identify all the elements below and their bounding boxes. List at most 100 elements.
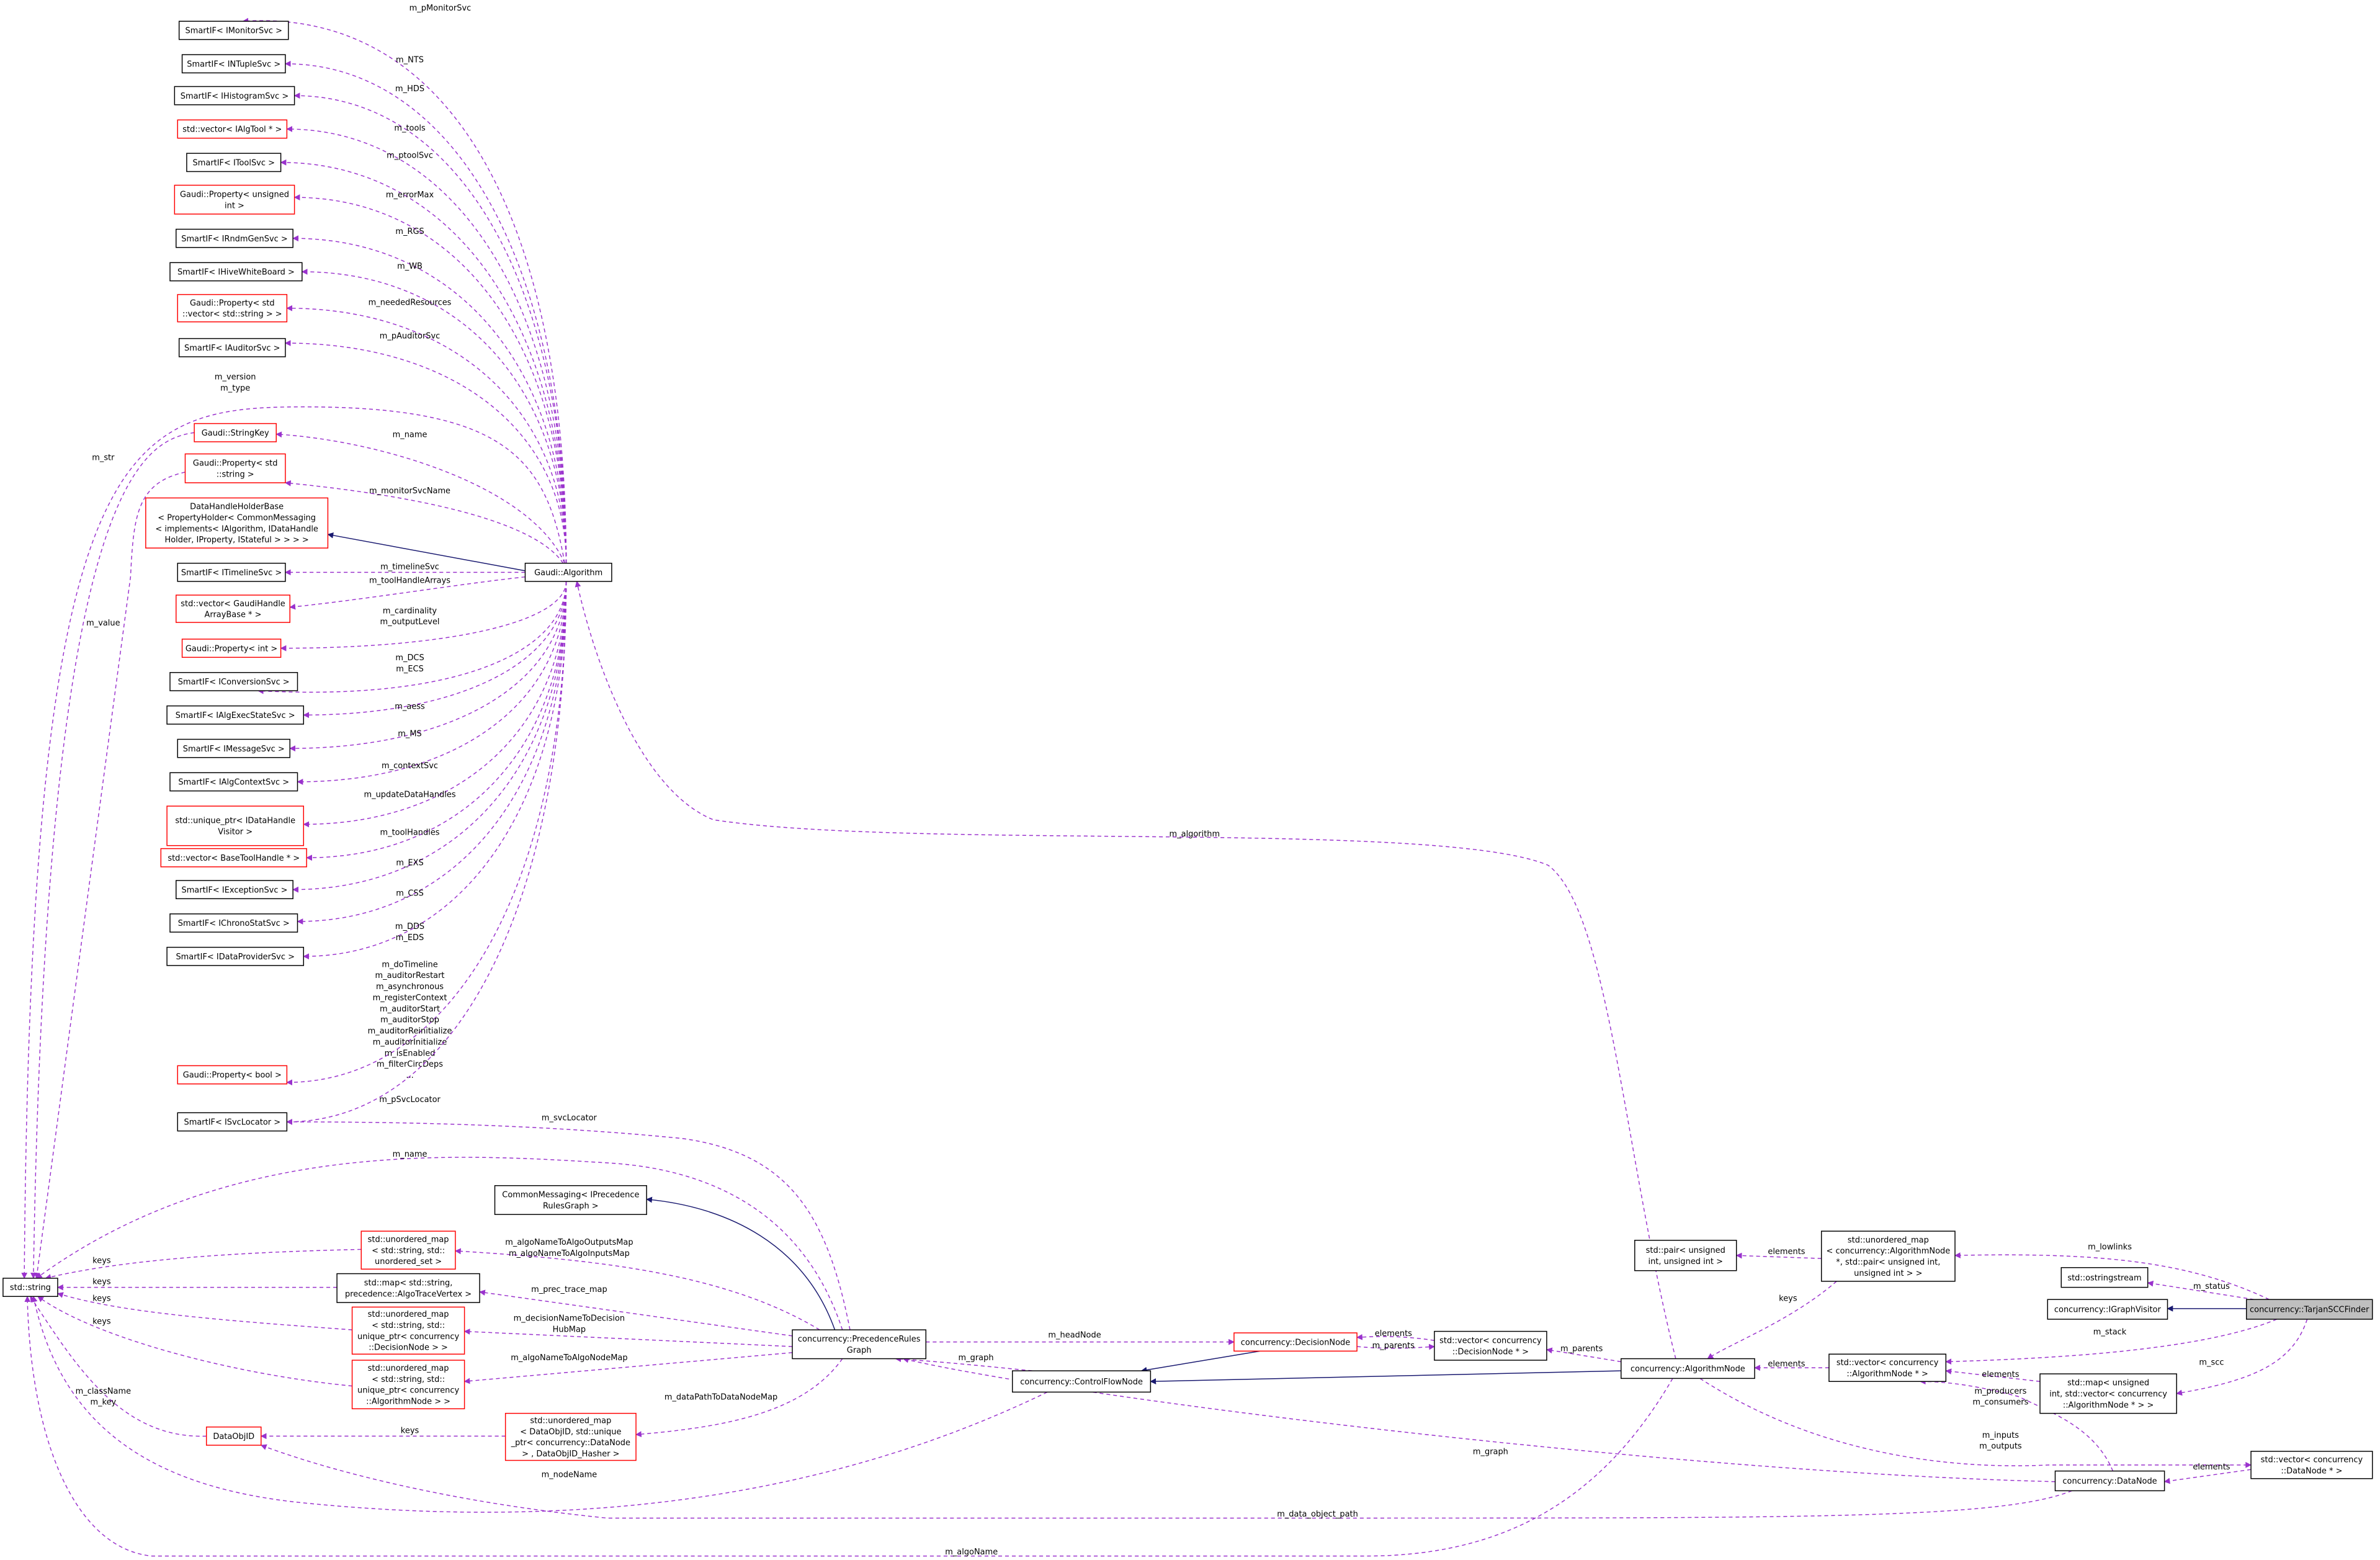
- node-vecalg[interactable]: std::vector< concurrency::AlgorithmNode …: [1828, 1353, 1947, 1383]
- node-box[interactable]: [160, 848, 307, 867]
- node-box[interactable]: [336, 1273, 480, 1303]
- node-box[interactable]: [351, 1306, 465, 1355]
- node-ostream[interactable]: std::ostringstream: [2060, 1267, 2149, 1288]
- node-vecdata[interactable]: std::vector< concurrency::DataNode * >: [2250, 1451, 2373, 1479]
- node-umapset[interactable]: std::unordered_map< std::string, std::un…: [360, 1231, 456, 1270]
- node-box[interactable]: [176, 228, 293, 248]
- node-box[interactable]: [1828, 1353, 1947, 1383]
- node-idp[interactable]: SmartIF< IDataProviderSvc >: [166, 946, 305, 966]
- node-box[interactable]: [2054, 1470, 2165, 1492]
- node-box[interactable]: [1621, 1358, 1755, 1379]
- node-vecdec[interactable]: std::vector< concurrency::DecisionNode *…: [1434, 1330, 1547, 1361]
- node-iexc[interactable]: SmartIF< IExceptionSvc >: [176, 880, 293, 900]
- node-box[interactable]: [177, 119, 288, 139]
- node-box[interactable]: [360, 1231, 456, 1270]
- node-dhhb[interactable]: DataHandleHolderBase< PropertyHolder< Co…: [145, 497, 329, 549]
- node-box[interactable]: [1012, 1370, 1152, 1393]
- node-box[interactable]: [186, 153, 282, 173]
- node-algorithm[interactable]: Gaudi::Algorithm: [524, 562, 612, 582]
- node-box[interactable]: [2245, 1299, 2373, 1320]
- node-box[interactable]: [174, 184, 295, 215]
- node-igv[interactable]: concurrency::IGraphVisitor: [2047, 1299, 2168, 1320]
- node-imsg[interactable]: SmartIF< IMessageSvc >: [177, 738, 291, 758]
- node-box[interactable]: [184, 453, 286, 483]
- node-isvcloc[interactable]: SmartIF< ISvcLocator >: [177, 1112, 288, 1132]
- node-box[interactable]: [166, 946, 305, 966]
- node-box[interactable]: [176, 594, 291, 623]
- node-dataobjid[interactable]: DataObjID: [205, 1426, 262, 1446]
- node-cfnode[interactable]: concurrency::ControlFlowNode: [1012, 1370, 1152, 1393]
- node-box[interactable]: [1233, 1332, 1358, 1352]
- node-box[interactable]: [181, 54, 286, 74]
- node-itimeline[interactable]: SmartIF< ITimelineSvc >: [177, 562, 286, 582]
- node-irndm[interactable]: SmartIF< IRndmGenSvc >: [176, 228, 293, 248]
- node-ihive[interactable]: SmartIF< IHiveWhiteBoard >: [169, 262, 303, 282]
- node-vbth[interactable]: std::vector< BaseToolHandle * >: [160, 848, 307, 867]
- node-box[interactable]: [169, 262, 303, 282]
- node-box[interactable]: [166, 805, 305, 846]
- node-stringkey[interactable]: Gaudi::StringKey: [194, 423, 277, 442]
- node-box[interactable]: [494, 1185, 647, 1215]
- node-iauditor[interactable]: SmartIF< IAuditorSvc >: [178, 338, 286, 357]
- node-box[interactable]: [2, 1278, 58, 1298]
- node-iaess[interactable]: SmartIF< IAlgExecStateSvc >: [166, 705, 305, 725]
- node-ichrono[interactable]: SmartIF< IChronoStatSvc >: [169, 913, 298, 933]
- node-algnode[interactable]: concurrency::AlgorithmNode: [1621, 1358, 1755, 1379]
- node-umapdec[interactable]: std::unordered_map< std::string, std::un…: [351, 1306, 465, 1355]
- node-box[interactable]: [169, 672, 298, 691]
- node-box[interactable]: [169, 913, 298, 933]
- node-imonitor[interactable]: SmartIF< IMonitorSvc >: [178, 20, 289, 40]
- node-ictx[interactable]: SmartIF< IAlgContextSvc >: [169, 772, 298, 792]
- node-box[interactable]: [524, 562, 612, 582]
- node-box[interactable]: [176, 880, 293, 900]
- node-box[interactable]: [177, 738, 291, 758]
- node-box[interactable]: [178, 20, 289, 40]
- node-tarjan[interactable]: concurrency::TarjanSCCFinder: [2245, 1299, 2373, 1320]
- node-box[interactable]: [177, 1112, 288, 1132]
- node-propstr[interactable]: Gaudi::Property< std::string >: [184, 453, 286, 483]
- node-box[interactable]: [1634, 1240, 1737, 1271]
- node-box[interactable]: [145, 497, 329, 549]
- node-umaplow[interactable]: std::unordered_map< concurrency::Algorit…: [1820, 1231, 1956, 1282]
- node-box[interactable]: [205, 1426, 262, 1446]
- node-box[interactable]: [194, 423, 277, 442]
- node-datanode[interactable]: concurrency::DataNode: [2054, 1470, 2165, 1492]
- node-stdstring[interactable]: std::string: [2, 1278, 58, 1298]
- node-valgtool[interactable]: std::vector< IAlgTool * >: [177, 119, 288, 139]
- node-propint[interactable]: Gaudi::Property< int >: [181, 639, 282, 658]
- node-propvec[interactable]: Gaudi::Property< std::vector< std::strin…: [177, 294, 288, 323]
- node-box[interactable]: [177, 562, 286, 582]
- node-box[interactable]: [2250, 1451, 2373, 1479]
- node-box[interactable]: [2047, 1299, 2168, 1320]
- node-umapalg[interactable]: std::unordered_map< std::string, std::un…: [351, 1360, 465, 1410]
- node-box[interactable]: [181, 639, 282, 658]
- node-box[interactable]: [1820, 1231, 1956, 1282]
- node-iconv[interactable]: SmartIF< IConversionSvc >: [169, 672, 298, 691]
- node-intuple[interactable]: SmartIF< INTupleSvc >: [181, 54, 286, 74]
- node-box[interactable]: [178, 338, 286, 357]
- node-box[interactable]: [166, 705, 305, 725]
- node-box[interactable]: [177, 294, 288, 323]
- node-umapdata[interactable]: std::unordered_map< DataObjID, std::uniq…: [504, 1412, 637, 1461]
- node-box[interactable]: [351, 1360, 465, 1410]
- node-propbool[interactable]: Gaudi::Property< bool >: [177, 1065, 288, 1085]
- node-box[interactable]: [504, 1412, 637, 1461]
- node-box[interactable]: [2039, 1373, 2177, 1414]
- node-box[interactable]: [169, 772, 298, 792]
- node-itoolsvc[interactable]: SmartIF< IToolSvc >: [186, 153, 282, 173]
- node-box[interactable]: [177, 1065, 288, 1085]
- node-ihisto[interactable]: SmartIF< IHistogramSvc >: [174, 86, 295, 105]
- node-box[interactable]: [1434, 1330, 1547, 1361]
- node-box[interactable]: [2060, 1267, 2149, 1288]
- node-box[interactable]: [792, 1329, 927, 1360]
- node-box[interactable]: [174, 86, 295, 105]
- node-maptrace[interactable]: std::map< std::string,precedence::AlgoTr…: [336, 1273, 480, 1303]
- node-decnode[interactable]: concurrency::DecisionNode: [1233, 1332, 1358, 1352]
